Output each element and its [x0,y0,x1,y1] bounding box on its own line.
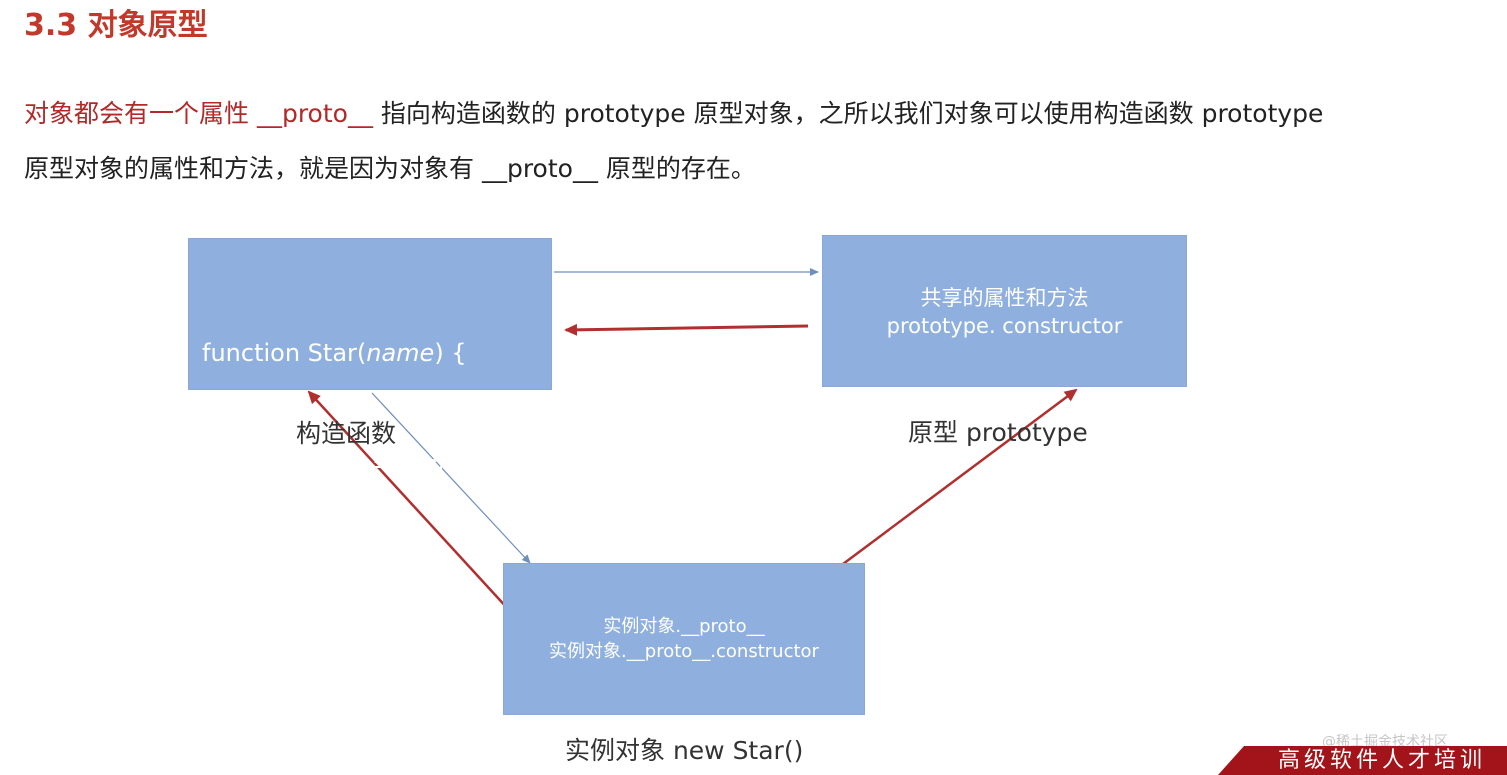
code-line-2: this.name = name [245,450,468,478]
description-highlight: 对象都会有一个属性 __proto__ [24,99,373,128]
description: 对象都会有一个属性 __proto__ 指向构造函数的 prototype 原型… [24,86,1464,196]
description-line1-rest: 指向构造函数的 prototype 原型对象，之所以我们对象可以使用构造函数 p… [372,99,1324,128]
instance-box: 实例对象.__proto__ 实例对象.__proto__.constructo… [503,563,865,715]
prototype-caption: 原型 prototype [908,418,1088,447]
instance-caption: 实例对象 new Star() [565,736,804,765]
prototype-box-line1: 共享的属性和方法 [920,286,1089,310]
constructor-box: function Star(name) { this.name = name } [188,238,552,589]
constructor-caption: 构造函数 [296,419,397,448]
footer-banner: 高级软件人才培训 [1218,746,1507,775]
arrow-constructor-to-instance [371,392,531,564]
instance-box-line1: 实例对象.__proto__ [603,616,765,637]
code-line-1: function Star(name) { [202,339,467,367]
prototype-box: 共享的属性和方法 prototype. constructor [822,235,1187,387]
code-line-3: } [202,561,218,589]
banner-text: 高级软件人才培训 [1278,748,1487,773]
arrow-prototype-to-constructor [564,323,809,336]
description-line2: 原型对象的属性和方法，就是因为对象有 __proto__ 原型的存在。 [24,154,756,183]
constructor-code: function Star(name) { this.name = name } [202,261,468,668]
instance-box-line2: 实例对象.__proto__.constructor [549,641,819,662]
prototype-box-line2: prototype. constructor [886,314,1123,338]
slide-title: 3.3 对象原型 [24,8,208,43]
